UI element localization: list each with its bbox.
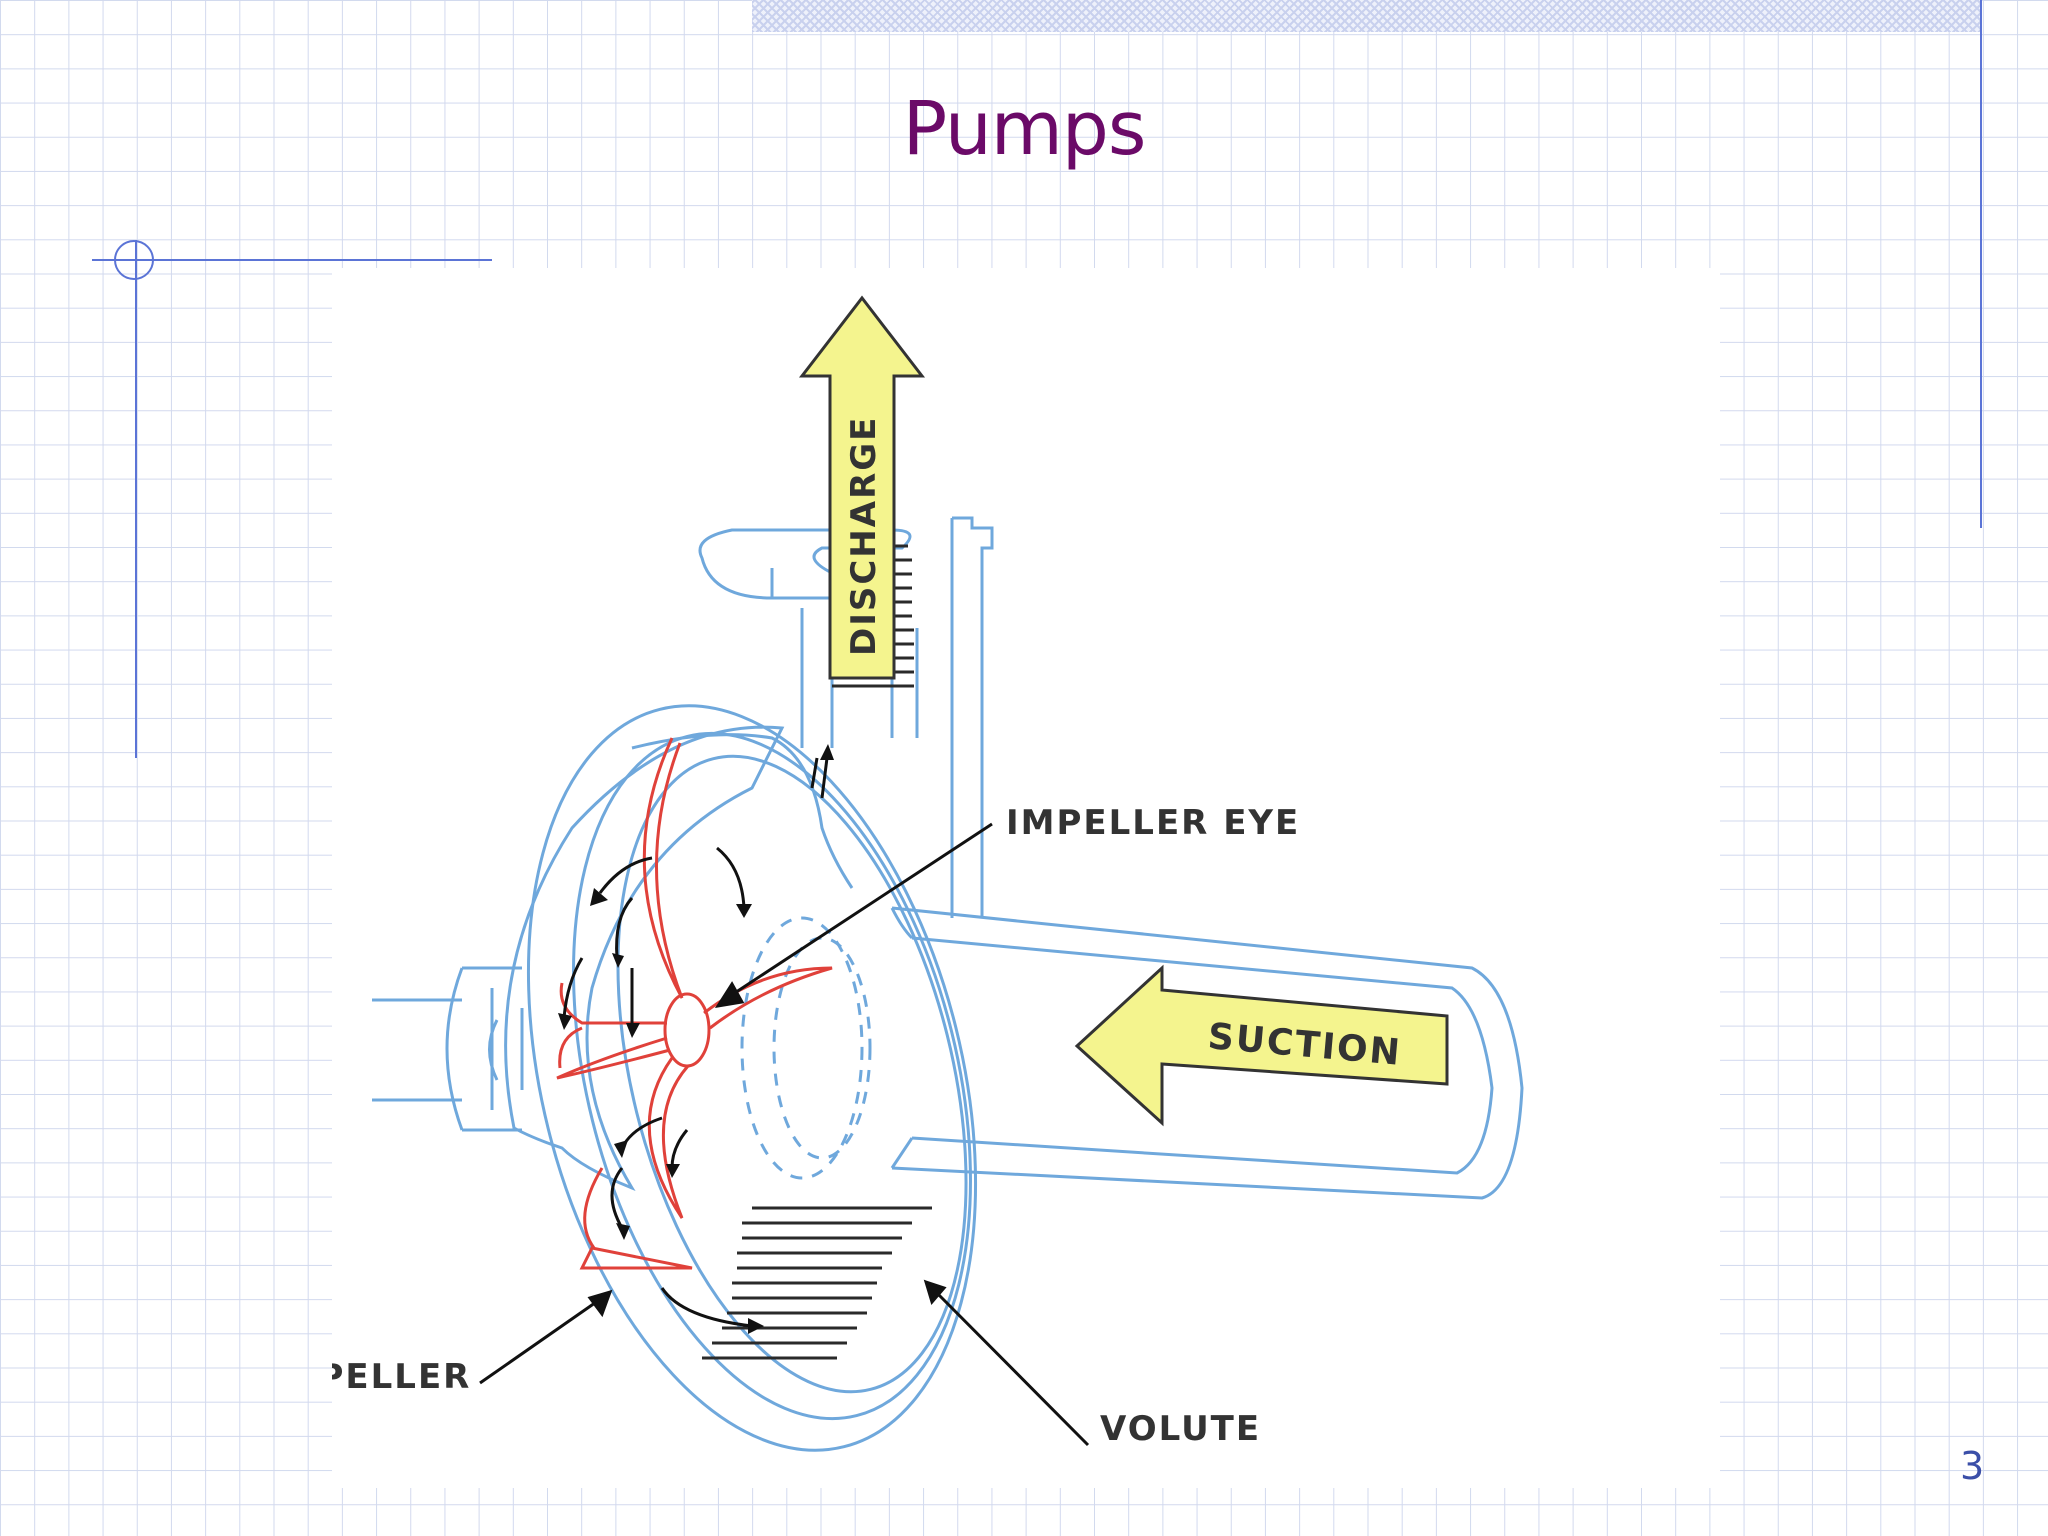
impeller-hub — [663, 992, 711, 1068]
impeller-shroud-bottom — [579, 1246, 693, 1270]
discharge-flange — [698, 528, 912, 600]
right-decor-line — [1980, 0, 1982, 528]
suction-arrow: SUCTION — [1074, 964, 1449, 1127]
rear-housing — [504, 725, 785, 1192]
left-decor-circle — [114, 240, 154, 280]
volute-hatching — [702, 544, 932, 1360]
pump-diagram: DISCHARGE SUCTION IMPELLER EYE IMPELLER … — [332, 268, 1720, 1488]
left-decor-horizontal-line — [92, 259, 492, 261]
pump-diagram-svg: DISCHARGE SUCTION IMPELLER EYE IMPELLER … — [332, 295, 1524, 1452]
impeller-blade-bottom — [647, 1057, 690, 1219]
left-decor-vertical-line — [135, 240, 137, 758]
impeller-eye-ring — [740, 916, 864, 1180]
discharge-outlet-wall — [950, 516, 994, 918]
impeller-eye-leader — [723, 822, 993, 1002]
suction-pipe-outer — [891, 906, 1524, 1200]
label-leaders — [479, 822, 1090, 1447]
suction-pipe-inner — [911, 936, 1494, 1175]
header-pattern-band — [752, 0, 1980, 32]
discharge-label: DISCHARGE — [844, 416, 884, 656]
flow-arrows — [562, 757, 829, 1328]
slide-title: Pumps — [902, 86, 1147, 172]
shaft — [372, 998, 462, 1102]
impeller-label: IMPELLER — [332, 1357, 471, 1397]
impeller — [556, 737, 833, 1270]
flow-arrowheads — [558, 744, 834, 1334]
pump-casing — [372, 516, 1524, 1452]
volute-label: VOLUTE — [1100, 1409, 1261, 1449]
volute-leader — [930, 1286, 1090, 1447]
impeller-leader — [479, 1296, 603, 1385]
discharge-arrow: DISCHARGE — [798, 295, 926, 680]
impeller-eye-label: IMPELLER EYE — [1006, 803, 1300, 843]
shaft-collar — [445, 967, 464, 1131]
impeller-blade-left — [556, 1036, 671, 1080]
impeller-blade-top — [642, 737, 684, 999]
page-number: 3 — [1960, 1444, 1985, 1488]
volute-outer-ring — [526, 704, 978, 1452]
